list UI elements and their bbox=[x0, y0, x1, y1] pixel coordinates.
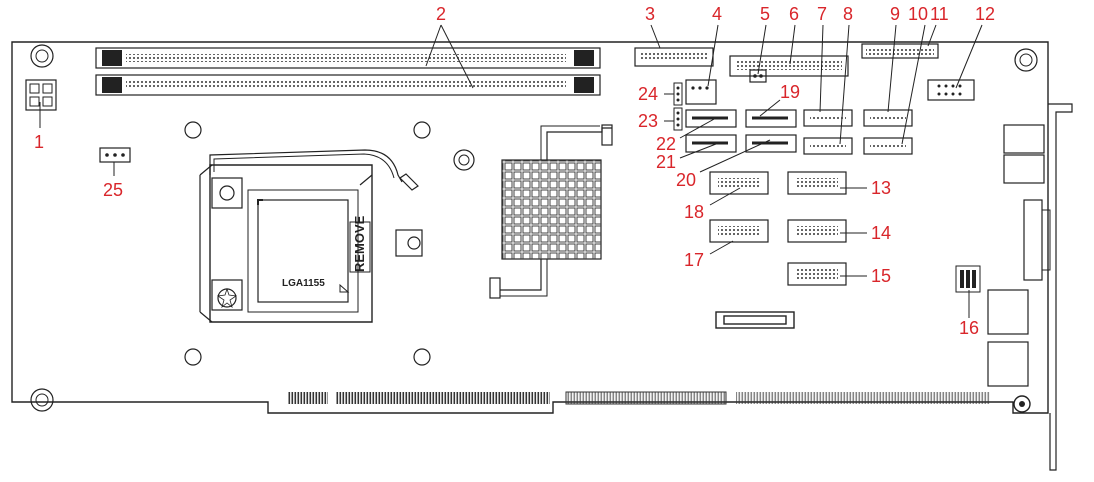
remove-label: REMOVE bbox=[352, 215, 367, 272]
cooler-hole-br bbox=[413, 348, 431, 366]
callout-24: 24 bbox=[638, 84, 658, 104]
callout-12: 12 bbox=[975, 4, 995, 24]
callout-4: 4 bbox=[712, 4, 722, 24]
callout-8: 8 bbox=[843, 4, 853, 24]
pci-edge-fingers-a bbox=[288, 392, 328, 404]
callout-22: 22 bbox=[656, 134, 676, 154]
usb-header-13 bbox=[787, 171, 847, 195]
callout-21: 21 bbox=[656, 152, 676, 172]
sata-21 bbox=[685, 134, 737, 153]
callout-17: 17 bbox=[684, 250, 704, 270]
callout-2: 2 bbox=[436, 4, 446, 24]
leader-lines bbox=[39, 24, 983, 318]
connector-4 bbox=[685, 79, 717, 105]
header-10 bbox=[863, 137, 913, 155]
cooler-hole-tl bbox=[184, 121, 202, 139]
callout-25: 25 bbox=[103, 180, 123, 200]
callout-6: 6 bbox=[789, 4, 799, 24]
callout-14: 14 bbox=[871, 223, 891, 243]
pci-edge-fingers-e bbox=[736, 392, 990, 404]
callout-16: 16 bbox=[959, 318, 979, 338]
usb-header-17 bbox=[709, 219, 769, 243]
dimm-slot-2 bbox=[95, 74, 601, 96]
callout-labels: 1 2 3 4 5 6 7 8 9 10 11 12 13 14 15 16 1… bbox=[34, 4, 995, 338]
chipset-heatsink bbox=[489, 124, 613, 299]
usb-header-15 bbox=[787, 262, 847, 286]
header-7 bbox=[803, 109, 853, 127]
header-6 bbox=[729, 55, 849, 77]
sata-22 bbox=[685, 109, 737, 128]
fan-header-cpu bbox=[99, 147, 131, 163]
callout-13: 13 bbox=[871, 178, 891, 198]
header-11 bbox=[861, 43, 939, 59]
callout-1: 1 bbox=[34, 132, 44, 152]
pci-edge-fingers-b bbox=[336, 392, 550, 404]
callout-23: 23 bbox=[638, 111, 658, 131]
power-connector-4pin bbox=[25, 79, 57, 111]
cooler-hole-tr bbox=[413, 121, 431, 139]
mounting-hole-bl bbox=[30, 388, 54, 412]
pci-edge-fingers-d bbox=[566, 392, 726, 404]
header-8 bbox=[803, 137, 853, 155]
callout-9: 9 bbox=[890, 4, 900, 24]
callout-11: 11 bbox=[930, 4, 949, 24]
jumper-23 bbox=[673, 107, 683, 131]
jumper-16 bbox=[955, 265, 981, 293]
jumper-5 bbox=[749, 69, 767, 83]
cpu-socket: REMOVE LGA1155 bbox=[199, 149, 423, 323]
callout-10: 10 bbox=[908, 4, 928, 24]
header-12 bbox=[927, 79, 975, 101]
sata-20 bbox=[745, 134, 797, 153]
callout-15: 15 bbox=[871, 266, 891, 286]
callout-3: 3 bbox=[645, 4, 655, 24]
callout-18: 18 bbox=[684, 202, 704, 222]
mounting-hole-tr bbox=[1014, 48, 1038, 72]
usb-header-14 bbox=[787, 219, 847, 243]
mounting-hole-mid bbox=[453, 149, 475, 171]
callout-20: 20 bbox=[676, 170, 696, 190]
callout-7: 7 bbox=[817, 4, 827, 24]
io-bracket bbox=[987, 103, 1073, 471]
sata-19 bbox=[745, 109, 797, 128]
socket-label: LGA1155 bbox=[282, 278, 325, 289]
callout-5: 5 bbox=[760, 4, 770, 24]
dimm-slot-1 bbox=[95, 47, 601, 69]
mounting-hole-tl bbox=[30, 44, 54, 68]
callout-19: 19 bbox=[780, 82, 800, 102]
usb-header-18 bbox=[709, 171, 769, 195]
mini-card-slot bbox=[715, 311, 795, 329]
cooler-hole-bl bbox=[184, 348, 202, 366]
